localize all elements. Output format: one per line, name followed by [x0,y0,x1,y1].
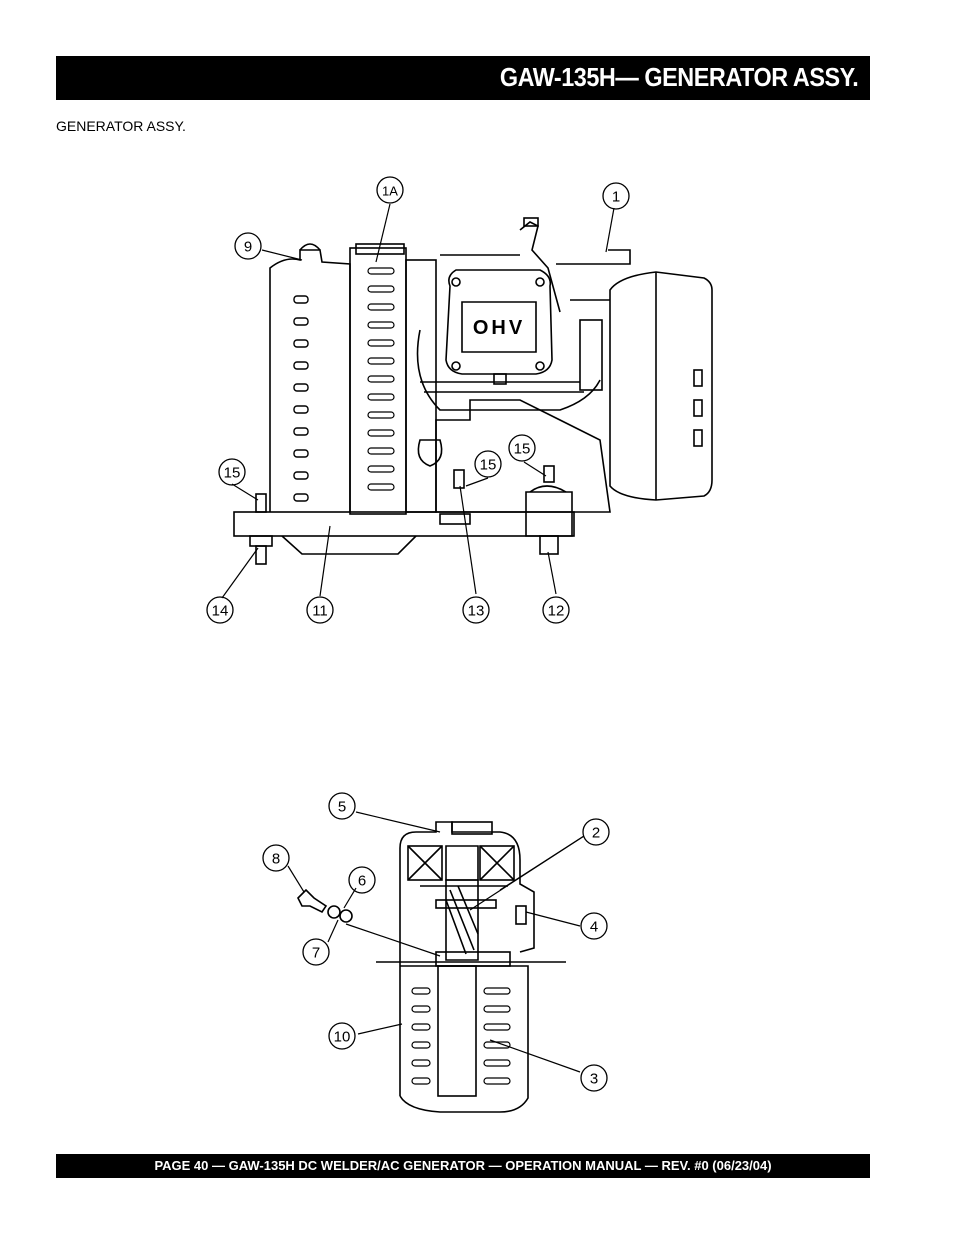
section-subtitle: GENERATOR ASSY. [56,118,186,134]
callout-3: 3 [590,1071,598,1088]
footer-bar: PAGE 40 — GAW-135H DC WELDER/AC GENERATO… [56,1154,870,1178]
callout-4: 4 [590,919,598,936]
callout-12: 12 [548,603,565,620]
callout-11: 11 [312,603,328,620]
page-title: GAW-135H— GENERATOR ASSY. [499,62,859,92]
callout-15-middle: 15 [480,457,497,474]
rotor-fins [367,267,395,491]
callout-15-left: 15 [224,465,241,482]
callout-15-right: 15 [514,441,531,458]
footer-text: PAGE 40 — GAW-135H DC WELDER/AC GENERATO… [154,1158,772,1173]
callout-1a: 1A [382,184,398,199]
callout-5: 5 [338,799,346,816]
housing-slots-bottom [411,987,511,1085]
valve-cover-label: OHV [473,317,525,339]
callout-8: 8 [272,851,280,868]
bottom-assembly-drawing [297,821,566,1113]
callout-2: 2 [592,825,600,842]
callout-6: 6 [358,873,366,890]
callout-1: 1 [612,189,620,206]
callout-9: 9 [244,239,252,256]
top-assembly-drawing [233,217,713,565]
callout-14: 14 [212,603,229,620]
housing-slots-left [293,295,309,502]
callout-circles [206,176,630,1092]
header-bar: GAW-135H— GENERATOR ASSY. [56,56,870,100]
callout-7: 7 [312,945,320,962]
callout-10: 10 [334,1029,351,1046]
callout-13: 13 [468,603,485,620]
callout-leaders [221,203,615,1073]
